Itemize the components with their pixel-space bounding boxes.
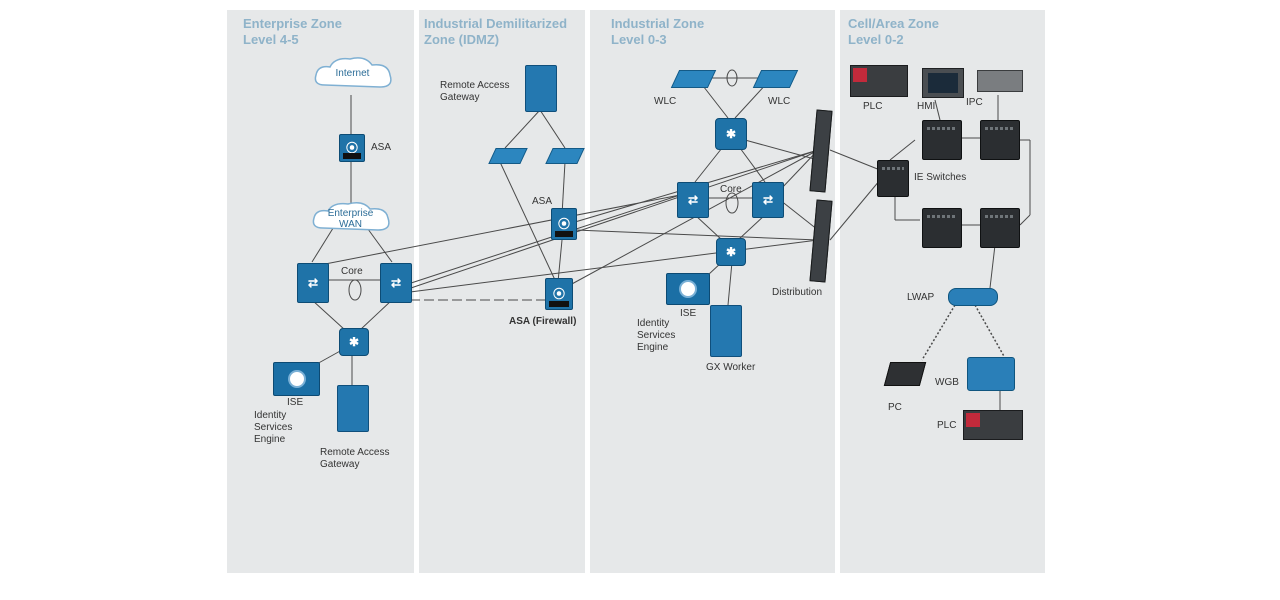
enterprise-core-switch-left-icon: ⇄ bbox=[297, 263, 329, 303]
ie-switch-center-icon bbox=[877, 160, 909, 197]
globe-icon bbox=[287, 370, 306, 388]
plc-bottom-icon bbox=[963, 410, 1023, 440]
hmi-screen bbox=[928, 73, 958, 93]
switch-glyph: ⇄ bbox=[390, 276, 402, 290]
firewall-glyph: ⦿ bbox=[345, 141, 358, 155]
industrial-distribution-switch-icon: ✱ bbox=[716, 238, 746, 266]
wlc-right-label: WLC bbox=[768, 96, 791, 107]
lwap-label: LWAP bbox=[907, 292, 935, 303]
port-leds bbox=[927, 127, 957, 130]
asa-idmz-label: ASA bbox=[532, 196, 553, 207]
asa-enterprise-firewall-icon: ⦿ bbox=[339, 134, 365, 162]
industrial-top-switch-icon: ✱ bbox=[715, 118, 747, 150]
port-leds bbox=[985, 127, 1015, 130]
plc-top-icon bbox=[850, 65, 908, 97]
gx-worker-server-icon bbox=[710, 305, 742, 357]
switch-glyph: ⇄ bbox=[687, 193, 699, 207]
idmz-zone-title: Industrial Demilitarized Zone (IDMZ) bbox=[424, 16, 568, 47]
asa-firewall-icon: ⦿ bbox=[545, 278, 573, 310]
industrial-zone: Industrial Zone Level 0-3 bbox=[590, 10, 835, 573]
ipc-icon bbox=[977, 70, 1023, 92]
ise-industrial-label: ISE bbox=[680, 308, 697, 319]
enterprise-distribution-switch-icon: ✱ bbox=[339, 328, 369, 356]
cell-area-zone: Cell/Area Zone Level 0-2 bbox=[840, 10, 1045, 573]
enterprise-core-label: Core bbox=[341, 266, 363, 277]
enterprise-wan-cloud-icon: Enterprise WAN bbox=[308, 200, 393, 236]
asa-enterprise-label: ASA bbox=[371, 142, 392, 153]
hmi-label: HMI bbox=[917, 101, 936, 112]
ie-switch-bottom-left-icon bbox=[922, 208, 962, 248]
ise-enterprise-label: ISE bbox=[287, 397, 304, 408]
asa-idmz-firewall-icon: ⦿ bbox=[551, 208, 577, 240]
internet-cloud-icon: Internet bbox=[310, 55, 395, 95]
plc-module bbox=[966, 413, 980, 427]
enterprise-wan-label: Enterprise WAN bbox=[327, 208, 374, 230]
ise-industrial-server-icon bbox=[666, 273, 710, 305]
switch-glyph: ✱ bbox=[348, 335, 360, 349]
industrial-zone-title: Industrial Zone Level 0-3 bbox=[611, 16, 705, 47]
plc-module bbox=[853, 68, 867, 82]
remote-access-gateway-enterprise-server-icon bbox=[337, 385, 369, 432]
pc-label: PC bbox=[888, 402, 902, 413]
ise-industrial-description: Identity Services Engine bbox=[637, 318, 676, 353]
switch-glyph: ✱ bbox=[725, 245, 737, 259]
industrial-core-switch-right-icon: ⇄ bbox=[752, 182, 784, 218]
globe-icon bbox=[679, 280, 697, 298]
wgb-access-point-icon bbox=[967, 357, 1015, 391]
port-leds bbox=[882, 167, 904, 170]
ie-switch-top-left-icon bbox=[922, 120, 962, 160]
gx-worker-label: GX Worker bbox=[706, 362, 756, 373]
hmi-icon bbox=[922, 68, 964, 98]
switch-glyph: ✱ bbox=[725, 127, 737, 141]
switch-glyph: ⇄ bbox=[762, 193, 774, 207]
wgb-label: WGB bbox=[935, 377, 959, 388]
ipc-label: IPC bbox=[966, 97, 983, 108]
industrial-core-switch-left-icon: ⇄ bbox=[677, 182, 709, 218]
plc-top-label: PLC bbox=[863, 101, 883, 112]
cell-area-zone-title: Cell/Area Zone Level 0-2 bbox=[848, 16, 940, 47]
distribution-label: Distribution bbox=[772, 287, 823, 298]
enterprise-zone-title: Enterprise Zone Level 4-5 bbox=[243, 16, 342, 47]
firewall-glyph: ⦿ bbox=[557, 217, 570, 231]
remote-gateway-enterprise-label: Remote Access Gateway bbox=[320, 447, 390, 470]
industrial-core-label: Core bbox=[720, 184, 742, 195]
port-leds bbox=[985, 215, 1015, 218]
internet-label: Internet bbox=[335, 68, 370, 79]
lwap-access-point-icon bbox=[948, 288, 998, 306]
ie-switch-top-right-icon bbox=[980, 120, 1020, 160]
firewall-base bbox=[555, 231, 573, 237]
pc-laptop-icon bbox=[883, 362, 927, 386]
port-leds bbox=[927, 215, 957, 218]
firewall-base bbox=[343, 153, 361, 159]
ise-enterprise-description: Identity Services Engine bbox=[254, 410, 293, 445]
plc-bottom-label: PLC bbox=[937, 420, 957, 431]
firewall-base bbox=[549, 301, 569, 307]
remote-access-gateway-idmz-server-icon bbox=[525, 65, 557, 112]
wlc-left-label: WLC bbox=[654, 96, 677, 107]
ie-switches-label: IE Switches bbox=[914, 172, 967, 183]
firewall-glyph: ⦿ bbox=[552, 287, 565, 301]
ise-enterprise-server-icon bbox=[273, 362, 320, 396]
remote-gateway-idmz-label: Remote Access Gateway bbox=[440, 80, 510, 103]
switch-glyph: ⇄ bbox=[307, 276, 319, 290]
ie-switch-bottom-right-icon bbox=[980, 208, 1020, 248]
asa-firewall-label: ASA (Firewall) bbox=[509, 316, 577, 327]
enterprise-core-switch-right-icon: ⇄ bbox=[380, 263, 412, 303]
